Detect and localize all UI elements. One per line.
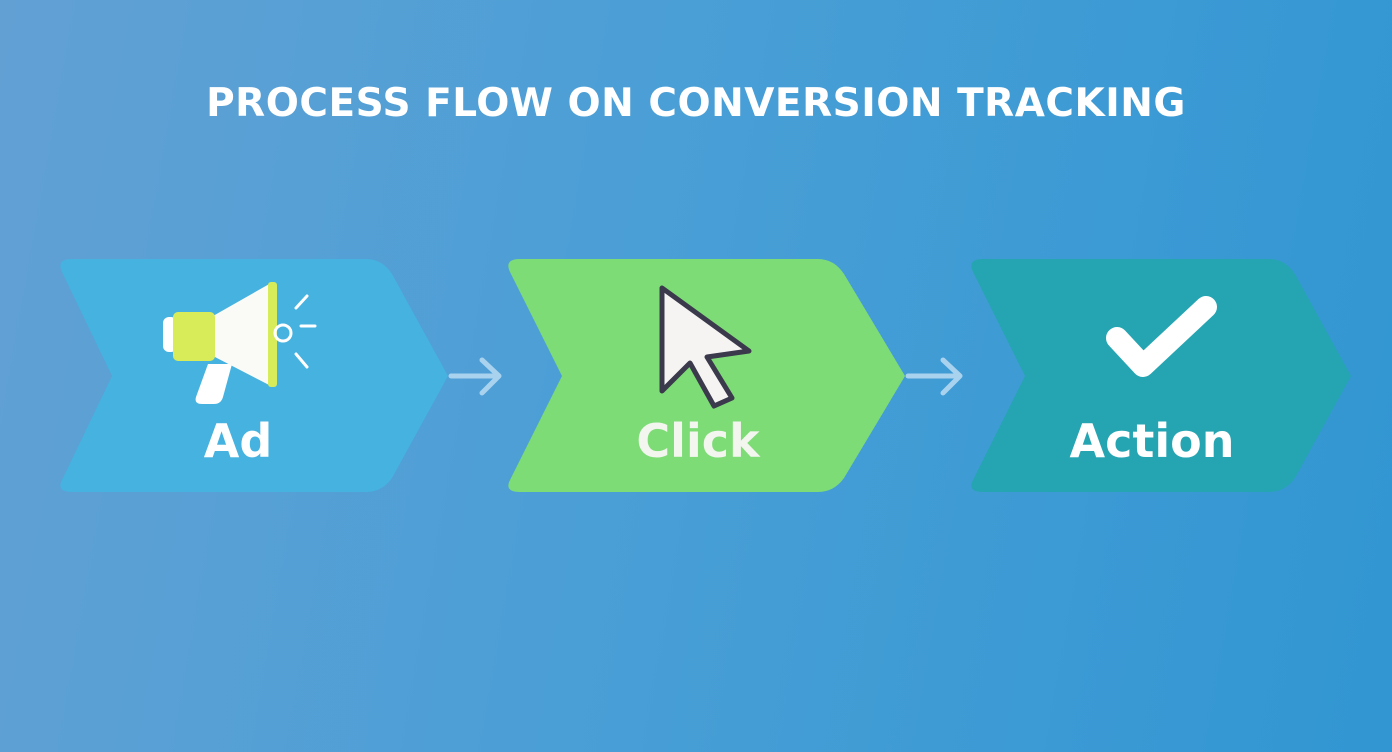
arrow-right-icon [448, 357, 502, 396]
step-action-label: Action [1070, 414, 1235, 468]
checkmark-icon [1106, 296, 1217, 377]
step-action-chevron [971, 259, 1351, 492]
cursor-icon [659, 285, 752, 409]
step-click: Click [508, 259, 905, 492]
step-ad-label: Ad [204, 414, 273, 468]
arrow-right-icon [905, 357, 963, 396]
step-action: Action [971, 259, 1351, 492]
megaphone-icon [163, 282, 317, 404]
step-ad: Ad [60, 259, 448, 492]
step-click-label: Click [636, 414, 761, 468]
diagram-title: PROCESS FLOW ON CONVERSION TRACKING [206, 81, 1186, 126]
